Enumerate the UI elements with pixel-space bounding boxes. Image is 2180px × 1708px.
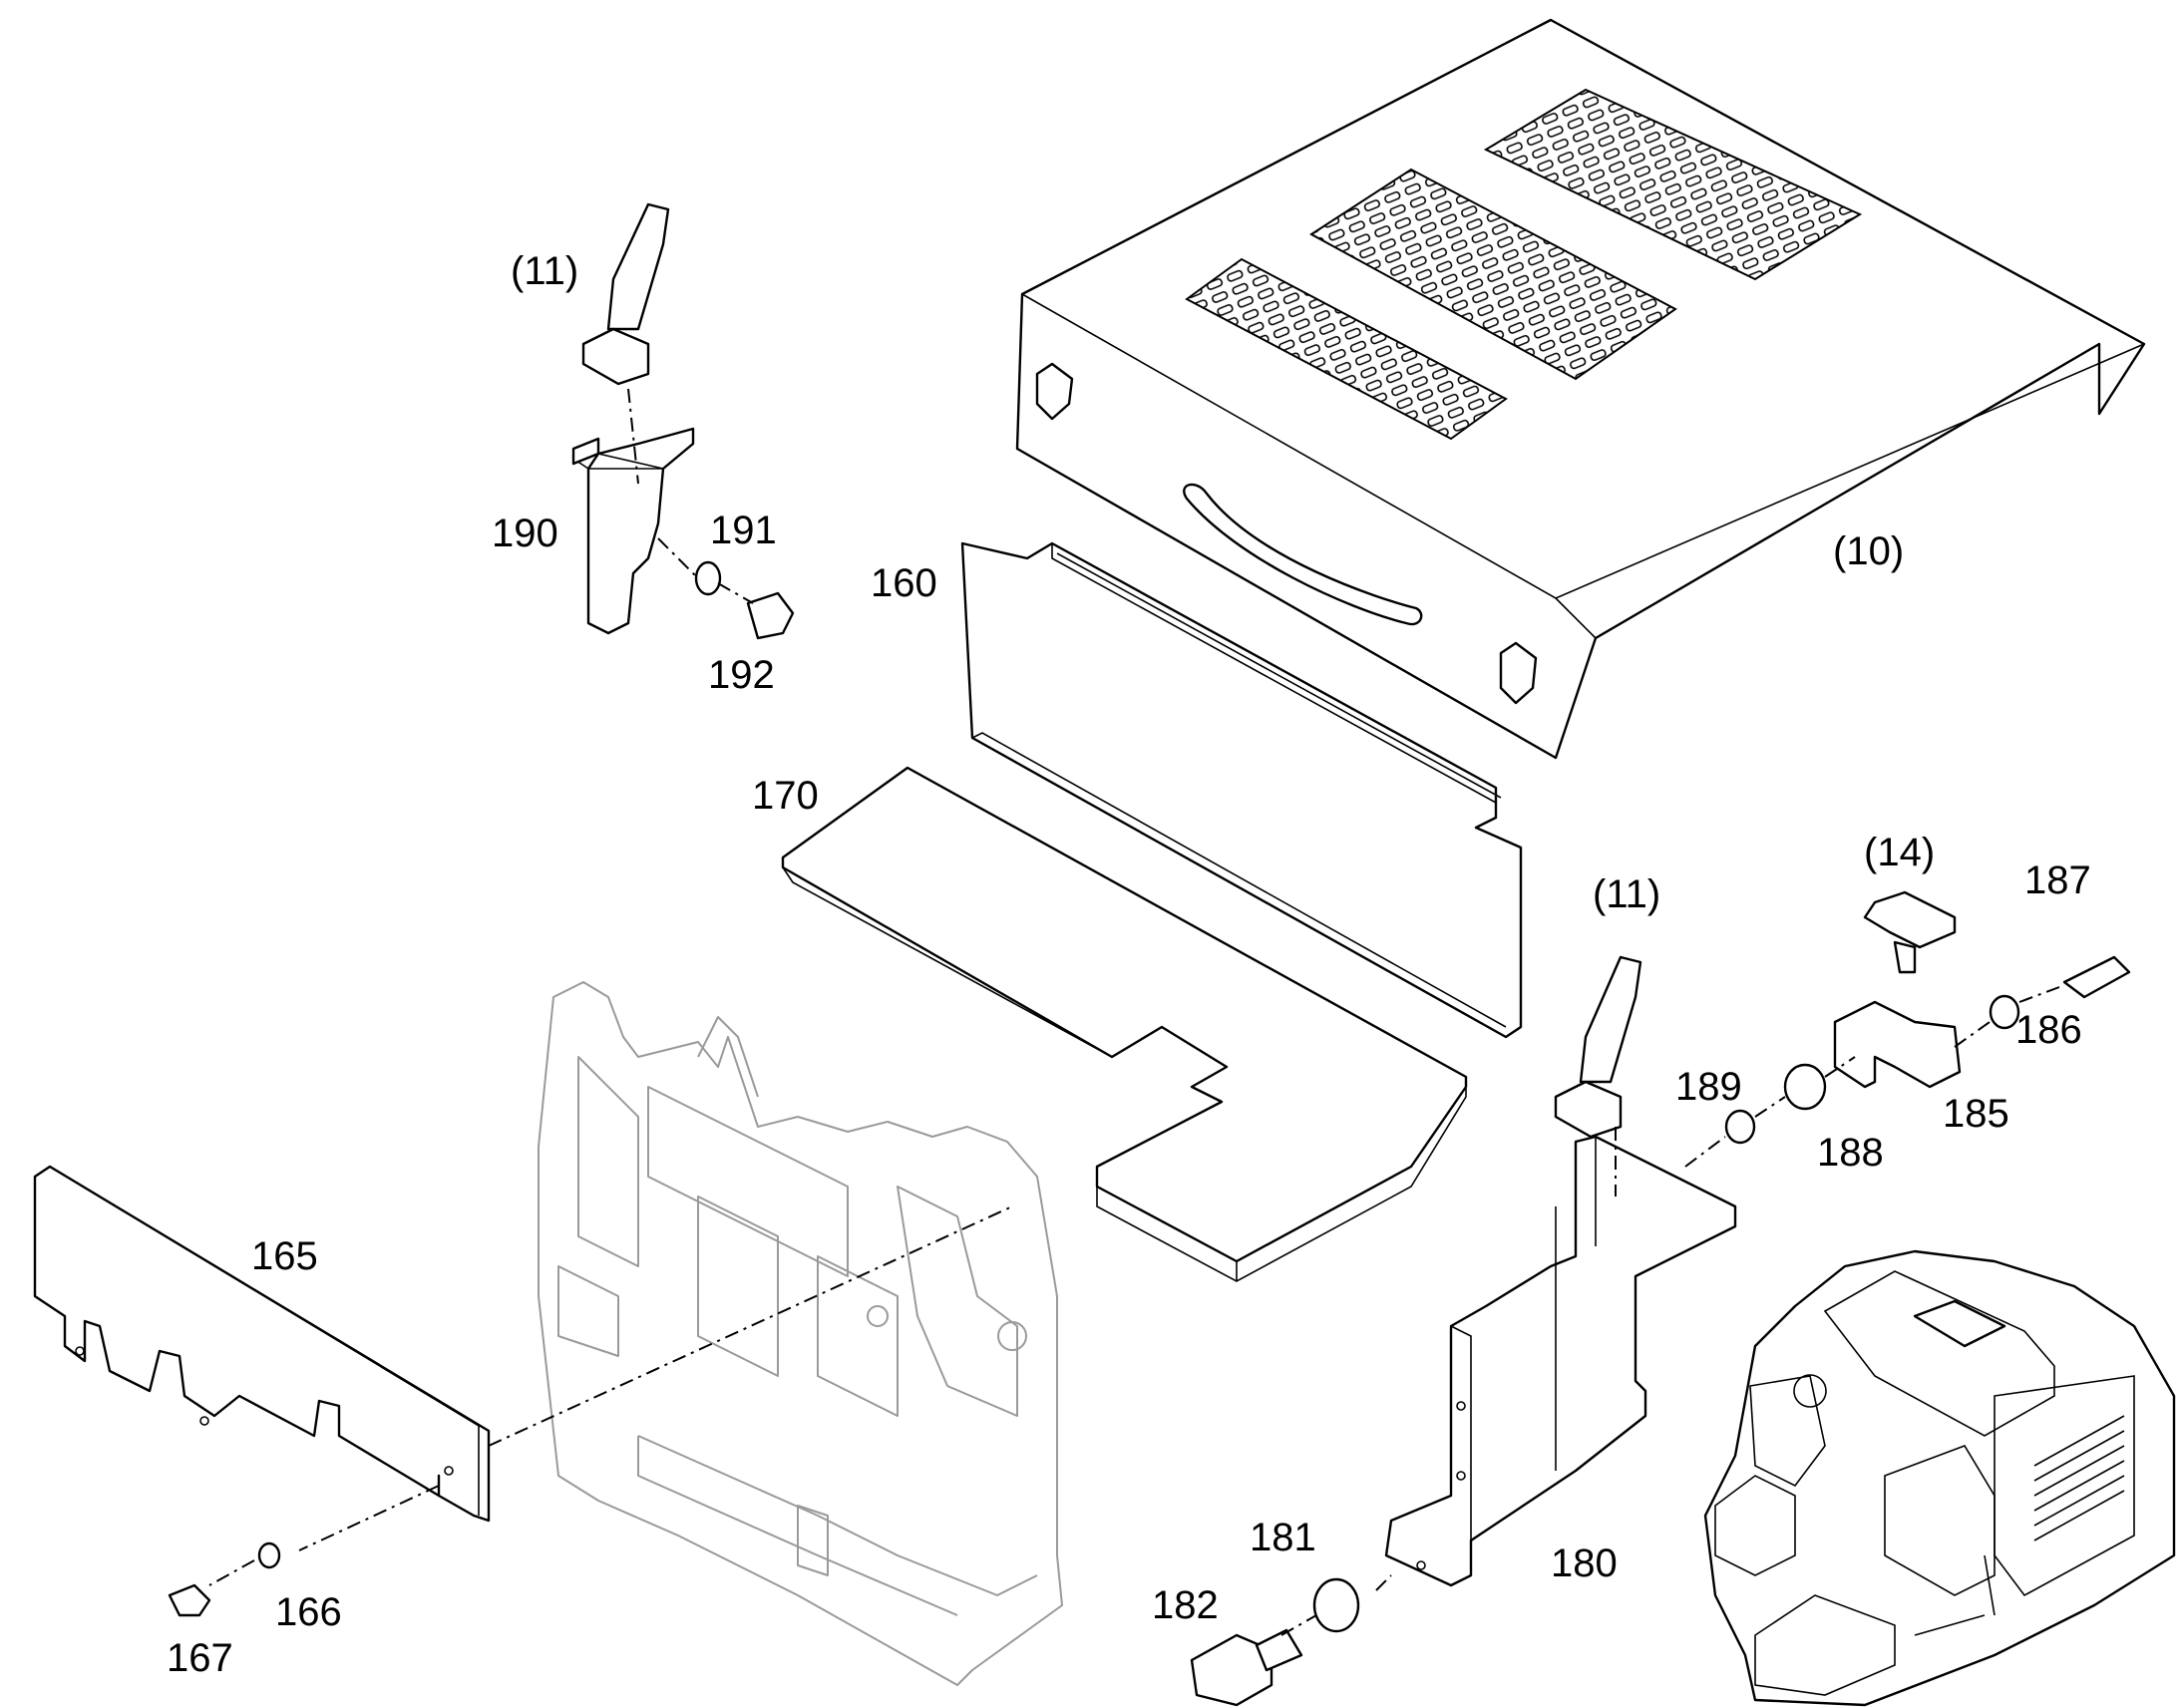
plate-165	[33, 1165, 491, 1523]
clip-14	[1863, 890, 1957, 974]
label-181: 181	[1250, 1516, 1316, 1559]
hardware	[168, 560, 2131, 1707]
cover-hood-10	[1015, 18, 2146, 760]
latch-11-upper	[581, 202, 670, 386]
label-170: 170	[752, 774, 819, 818]
label-182: 182	[1152, 1583, 1219, 1627]
label-185: 185	[1943, 1092, 2009, 1136]
ghost-frame	[538, 981, 1063, 1686]
bracket-190	[571, 427, 695, 635]
label-167: 167	[167, 1636, 233, 1680]
label-160: 160	[871, 561, 937, 605]
label-180: 180	[1551, 1541, 1618, 1585]
machine-overview-thumbnail	[1703, 1249, 2176, 1707]
label-186: 186	[2015, 1008, 2082, 1052]
label-187: 187	[2024, 858, 2091, 902]
label-11-upper: (11)	[511, 249, 579, 293]
label-188: 188	[1817, 1131, 1884, 1175]
assembly-lines	[208, 388, 2060, 1636]
panel-170	[781, 766, 1468, 1282]
label-11-lower: (11)	[1593, 872, 1661, 916]
label-14: (14)	[1864, 831, 1936, 874]
latch-11-lower	[1554, 955, 1642, 1139]
label-165: 165	[251, 1234, 318, 1278]
panel-160	[960, 541, 1523, 1039]
label-190: 190	[492, 512, 558, 555]
label-192: 192	[708, 653, 775, 697]
label-10: (10)	[1833, 529, 1905, 573]
bracket-180	[1384, 1135, 1737, 1587]
block-185	[1833, 1000, 1962, 1089]
label-189: 189	[1675, 1065, 1742, 1109]
label-166: 166	[275, 1590, 342, 1634]
label-191: 191	[710, 509, 777, 552]
